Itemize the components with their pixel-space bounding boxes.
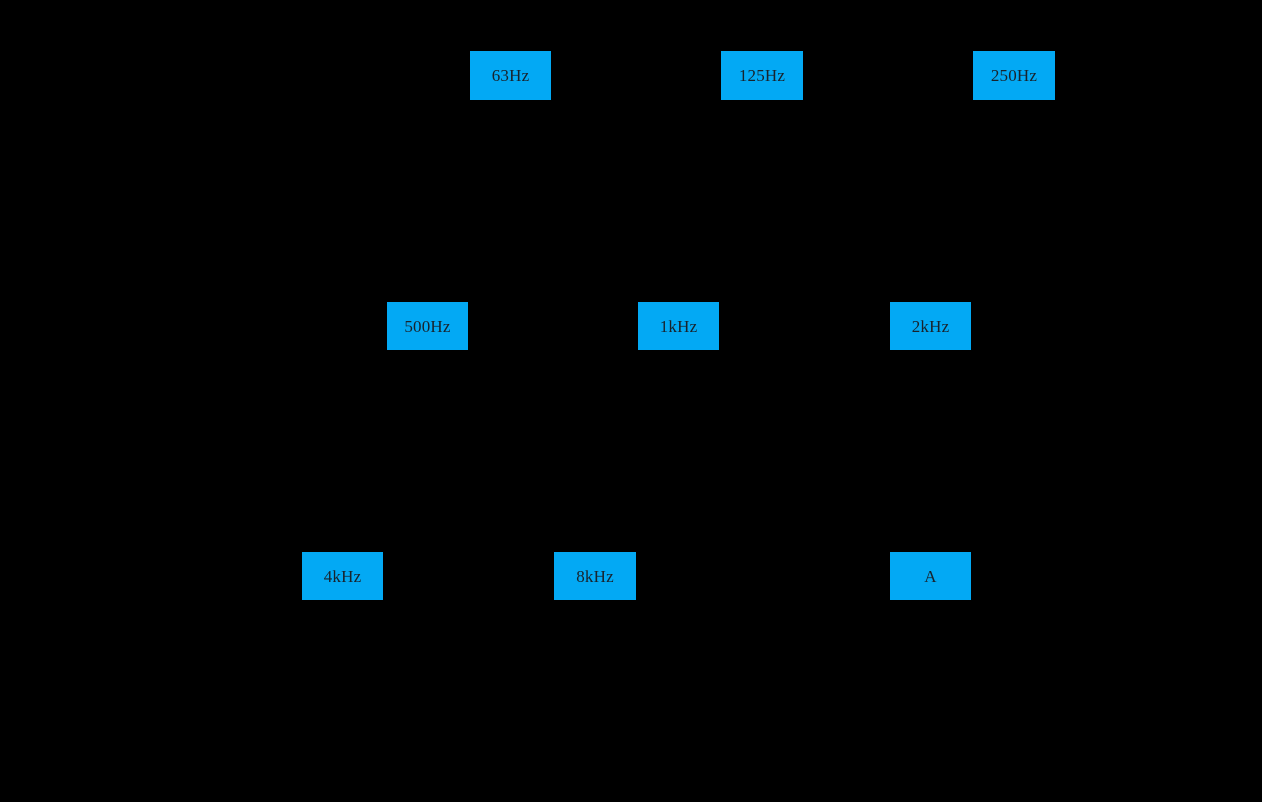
panel-row0-col1[interactable]: 125Hz bbox=[596, 28, 846, 278]
band-label-box[interactable]: 125Hz bbox=[721, 51, 803, 100]
panel-row1-col0[interactable]: 500Hz bbox=[262, 278, 512, 528]
panel-row0-col0[interactable]: 63Hz bbox=[345, 28, 595, 278]
panel-row0-col2[interactable]: 250Hz bbox=[848, 28, 1098, 278]
panel-row1-col2[interactable]: 2kHz bbox=[765, 278, 1015, 528]
band-label-box[interactable]: 4kHz bbox=[302, 552, 383, 600]
band-label-box[interactable]: 8kHz bbox=[554, 552, 636, 600]
band-label-box[interactable]: 63Hz bbox=[470, 51, 551, 100]
band-label-box[interactable]: 500Hz bbox=[387, 302, 468, 350]
band-label-box[interactable]: 250Hz bbox=[973, 51, 1055, 100]
band-label-box[interactable]: A bbox=[890, 552, 971, 600]
panel-row2-col1[interactable]: 8kHz bbox=[429, 528, 679, 778]
band-label-box[interactable]: 1kHz bbox=[638, 302, 719, 350]
panel-row1-col1[interactable]: 1kHz bbox=[513, 278, 763, 528]
band-label-box[interactable]: 2kHz bbox=[890, 302, 971, 350]
panel-row2-col2[interactable]: A bbox=[765, 528, 1015, 778]
panel-row2-col0[interactable]: 4kHz bbox=[177, 528, 427, 778]
